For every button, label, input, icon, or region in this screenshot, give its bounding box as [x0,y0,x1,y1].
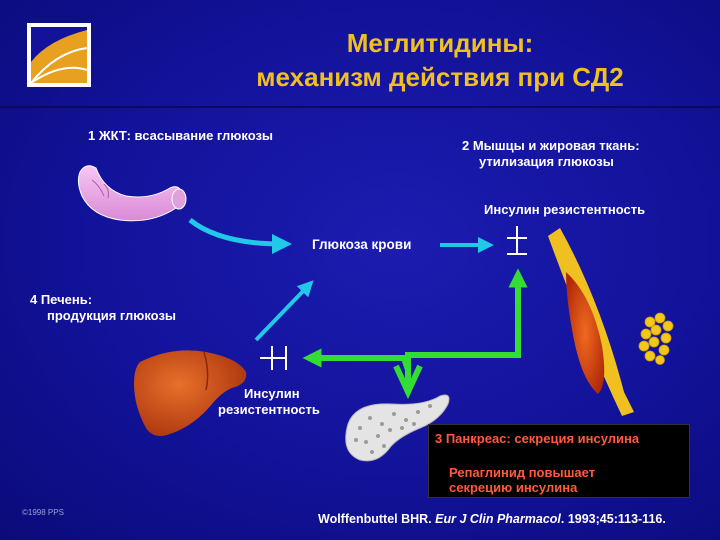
slide-title: Меглитидины: механизм действия при СД2 [180,26,700,94]
intestine-icon [77,165,187,222]
label-muscle-line-2: утилизация глюкозы [479,154,614,169]
label-git: 1 ЖКТ: всасывание глюкозы [88,128,274,143]
citation-authors: Wolffenbuttel BHR. [318,512,432,526]
label-liver-line-2: продукция глюкозы [47,308,177,323]
header-divider [0,106,720,108]
panel-repaglinide: Репаглинид повышает секрецию инсулина [449,465,595,495]
pancreas-panel: 3 Панкреас: секреция инсулина Репаглинид… [428,424,690,498]
resistance-block-bottom [260,346,287,370]
liver-icon [134,350,247,436]
panel-repaglinide-line-1: Репаглинид повышает [449,465,596,480]
label-insulin-resistance-bottom-line-1: Инсулин [244,386,300,401]
arrow-absorption [188,218,292,254]
citation-rest: . 1993;45:113-116. [560,512,666,526]
arrow-liver-production [254,280,314,342]
arrow-insulin-muscle [405,268,528,388]
panel-pancreas: 3 Панкреас: секреция инсулина [435,431,640,446]
label-insulin-resistance-bottom: Инсулин резистентность [218,386,320,418]
pancreas-icon [345,394,450,462]
citation-journal: Eur J Clin Pharmacol [435,512,561,526]
muscle-icon [548,228,634,416]
fat-cells-icon [638,312,674,365]
arrow-insulin-liver [302,348,411,371]
label-liver: 4 Печень: продукция глюкозы [30,292,176,324]
label-blood-glucose: Глюкоза крови [312,237,412,252]
label-insulin-resistance-bottom-line-2: резистентность [218,402,320,417]
resistance-block-top [507,226,527,255]
title-line-1: Меглитидины: [346,28,534,58]
pps-logo-icon [27,23,91,87]
copyright: ©1998 PPS [22,508,64,517]
label-muscle: 2 Мышцы и жировая ткань: утилизация глюк… [462,138,640,170]
insulin-release-notch [393,364,423,400]
label-muscle-line-1: 2 Мышцы и жировая ткань: [462,138,640,153]
title-line-2: механизм действия при СД2 [256,62,624,92]
panel-repaglinide-line-2: секрецию инсулина [449,480,578,495]
label-liver-line-1: 4 Печень: [30,292,93,307]
citation: Wolffenbuttel BHR. Eur J Clin Pharmacol.… [318,512,666,526]
label-insulin-resistance-top: Инсулин резистентность [484,202,646,217]
